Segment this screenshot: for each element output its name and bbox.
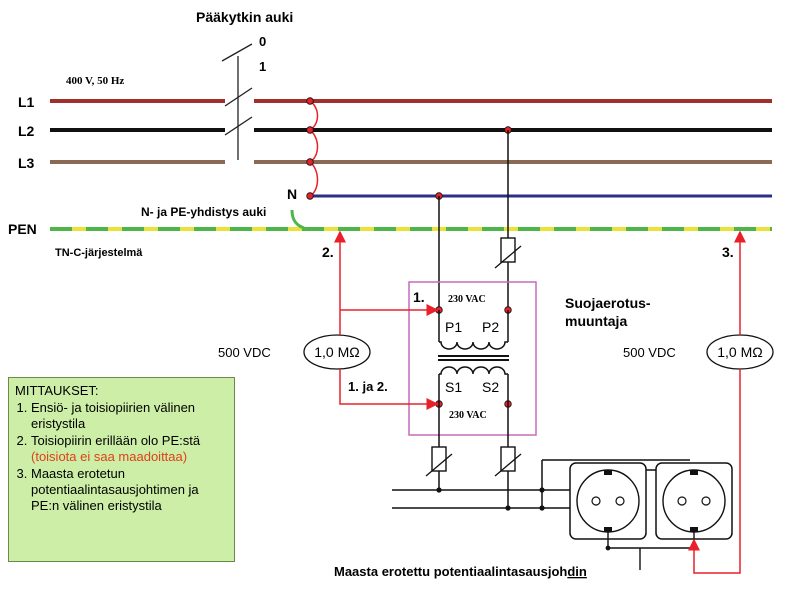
main-switch bbox=[221, 43, 253, 160]
line-crossovers bbox=[309, 100, 319, 197]
meter-left bbox=[303, 334, 371, 370]
measurement-item-1-text: Ensiö- ja toisiopiirien välinen eristyst… bbox=[31, 400, 196, 431]
primary-vac-label: 230 VAC bbox=[448, 294, 486, 305]
meter-left-value: 1,0 MΩ bbox=[314, 344, 359, 360]
line-N-label: N bbox=[287, 186, 297, 202]
terminal-S1: S1 bbox=[445, 379, 462, 395]
n-pe-open-label: N- ja PE-yhdistys auki bbox=[141, 205, 266, 219]
measurement-item-2-note: (toisiota ei saa maadoittaa) bbox=[31, 449, 188, 464]
line-PEN-label: PEN bbox=[8, 221, 37, 237]
socket-outlet-1 bbox=[569, 462, 647, 540]
point-2-label: 2. bbox=[322, 244, 334, 260]
point-3-label: 3. bbox=[722, 244, 734, 260]
line-L3-label: L3 bbox=[18, 155, 35, 171]
transformer-label-line2: muuntaja bbox=[565, 313, 627, 329]
bottom-caption-suffix: din bbox=[567, 564, 587, 579]
main-switch-label: Pääkytkin auki bbox=[196, 9, 293, 25]
transformer-box bbox=[408, 281, 537, 436]
measurement-item-1: Ensiö- ja toisiopiirien välinen eristyst… bbox=[31, 400, 228, 432]
measurement-item-3-text: Maasta erotetun potentiaalintasausjohtim… bbox=[31, 466, 199, 513]
point-1-and-2-label: 1. ja 2. bbox=[348, 379, 388, 394]
secondary-junction-dots bbox=[436, 487, 545, 511]
system-label: TN-C-järjestelmä bbox=[55, 247, 143, 259]
measurement-item-2: Toisiopiirin erillään olo PE:stä (toisio… bbox=[31, 433, 228, 465]
transformer-label-line1: Suojaerotus- bbox=[565, 295, 651, 311]
junction-dots bbox=[306, 97, 512, 200]
measurements-title: MITTAUKSET: bbox=[15, 383, 99, 398]
primary-fuse bbox=[494, 237, 522, 269]
terminal-P2: P2 bbox=[482, 319, 499, 335]
n-pe-open-link bbox=[290, 209, 305, 230]
switch-pos-1: 1 bbox=[259, 59, 266, 74]
line-L1-label: L1 bbox=[18, 94, 35, 110]
line-L2-label: L2 bbox=[18, 123, 35, 139]
bottom-caption: Maasta erotettu potentiaalintasausjohdin bbox=[334, 564, 587, 579]
measurement-item-3: Maasta erotetun potentiaalintasausjohtim… bbox=[31, 466, 228, 514]
measurement-leads bbox=[334, 230, 746, 574]
transformer-windings bbox=[438, 310, 509, 404]
socket-outlet-2 bbox=[655, 462, 733, 540]
right-voltage-label: 500 VDC bbox=[623, 345, 676, 360]
measurement-item-2-text: Toisiopiirin erillään olo PE:stä bbox=[31, 433, 201, 448]
switch-pos-0: 0 bbox=[259, 34, 266, 49]
supply-voltage-label: 400 V, 50 Hz bbox=[66, 75, 124, 87]
point-1-label: 1. bbox=[413, 289, 425, 305]
transformer-feed-wires bbox=[438, 130, 509, 310]
meter-right-value: 1,0 MΩ bbox=[717, 344, 762, 360]
measurements-box: MITTAUKSET: Ensiö- ja toisiopiirien väli… bbox=[8, 377, 235, 562]
measurements-list: Ensiö- ja toisiopiirien välinen eristyst… bbox=[15, 400, 228, 514]
secondary-vac-label: 230 VAC bbox=[449, 410, 487, 421]
secondary-fuses bbox=[425, 446, 522, 477]
terminal-P1: P1 bbox=[445, 319, 462, 335]
terminal-S2: S2 bbox=[482, 379, 499, 395]
bottom-caption-prefix: Maasta erotettu potentiaalintasausjoh bbox=[334, 564, 567, 579]
left-voltage-label: 500 VDC bbox=[218, 345, 271, 360]
